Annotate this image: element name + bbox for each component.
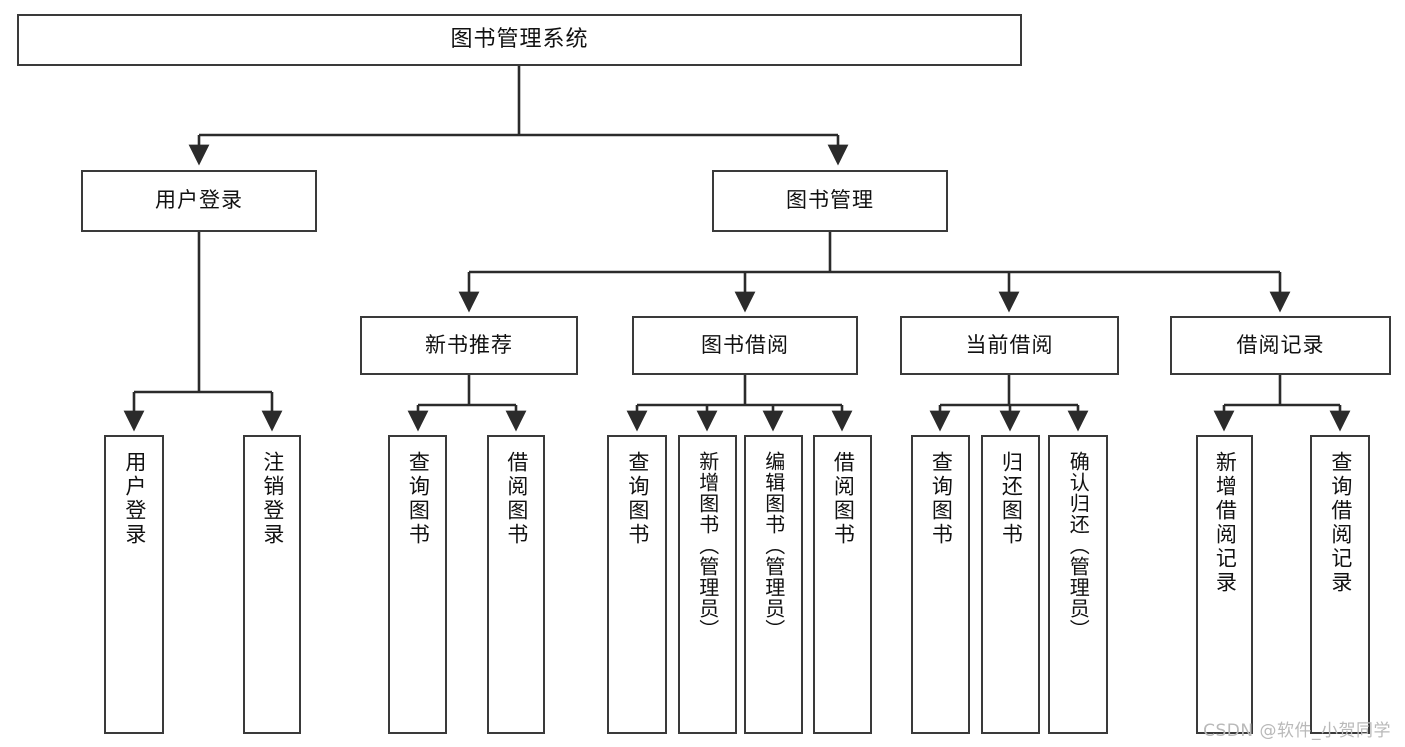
node-book-manage-label: 图书管理 [786,188,874,213]
node-borrow-record[interactable]: 借阅记录 [1170,316,1391,375]
leaf-node-label: 注销登录 [260,451,285,547]
leaf-node-label: 查询图书 [406,451,431,547]
edge-group-book-manage [458,232,1291,313]
leaf-borrow-book-1[interactable]: 借阅图书 [487,435,545,734]
leaf-return-book[interactable]: 归还图书 [981,435,1040,734]
node-root-system[interactable]: 图书管理系统 [17,14,1022,66]
leaf-edit-book[interactable]: 编辑图书（管理员） [744,435,803,734]
node-current-borrow[interactable]: 当前借阅 [900,316,1119,375]
watermark-credit: CSDN @软件_小贺同学 [1203,721,1391,741]
leaf-node-label: 借阅图书 [504,451,529,547]
node-new-book-recommend[interactable]: 新书推荐 [360,316,578,375]
node-root-system-label: 图书管理系统 [450,26,589,52]
node-current-borrow-label: 当前借阅 [965,332,1054,357]
leaf-query-book-2[interactable]: 查询图书 [607,435,667,734]
leaf-node-label: 编辑图书（管理员） [761,451,786,640]
leaf-node-label: 确认归还（管理员） [1066,451,1091,640]
node-book-borrow-label: 图书借阅 [701,332,789,357]
leaf-user-logout[interactable]: 注销登录 [243,435,301,734]
node-new-book-recommend-label: 新书推荐 [425,332,513,357]
leaf-add-record[interactable]: 新增借阅记录 [1196,435,1253,734]
leaf-node-label: 新增借阅记录 [1213,451,1238,595]
leaf-add-book[interactable]: 新增图书（管理员） [678,435,737,734]
leaf-node-label: 查询借阅记录 [1328,451,1353,595]
leaf-node-label: 新增图书（管理员） [695,451,720,640]
leaf-user-login[interactable]: 用户登录 [104,435,164,734]
leaf-node-label: 查询图书 [929,451,954,547]
leaf-query-record[interactable]: 查询借阅记录 [1310,435,1370,734]
node-borrow-record-label: 借阅记录 [1236,332,1325,357]
edge-group-root [188,66,849,166]
leaf-node-label: 查询图书 [625,451,650,547]
leaf-node-label: 用户登录 [122,451,147,547]
leaf-query-book-1[interactable]: 查询图书 [388,435,447,734]
leaf-node-label: 归还图书 [999,451,1024,547]
edge-group-user-login [123,232,283,432]
leaf-borrow-book-2[interactable]: 借阅图书 [813,435,872,734]
node-user-login-label: 用户登录 [155,188,243,213]
edge-group-new-book-rec [407,375,527,432]
node-user-login[interactable]: 用户登录 [81,170,317,232]
node-book-borrow[interactable]: 图书借阅 [632,316,858,375]
leaf-query-book-3[interactable]: 查询图书 [911,435,970,734]
edge-group-current-borrow [929,375,1089,432]
leaf-confirm-return[interactable]: 确认归还（管理员） [1048,435,1108,734]
leaf-node-label: 借阅图书 [831,451,856,547]
node-book-manage[interactable]: 图书管理 [712,170,948,232]
edge-group-book-borrow [626,375,853,432]
edge-group-borrow-record [1213,375,1351,432]
